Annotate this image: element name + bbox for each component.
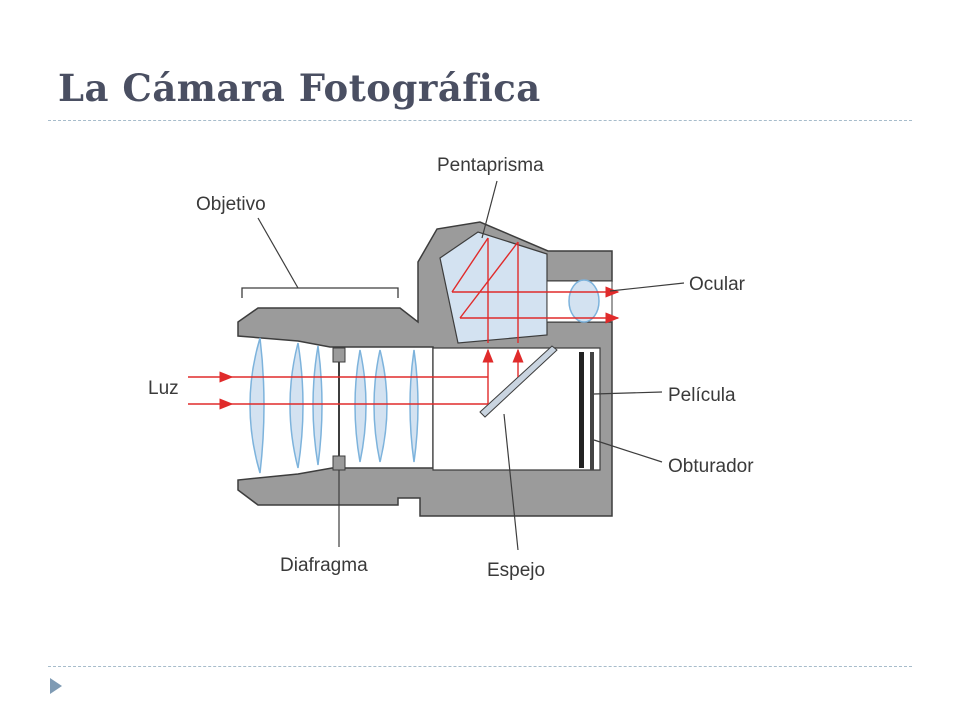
lens-element — [249, 337, 265, 474]
label-mirror: Espejo — [487, 560, 545, 581]
label-objective: Objetivo — [196, 194, 266, 215]
slide-title: La Cámara Fotográfica — [58, 66, 541, 110]
lens-element — [373, 349, 388, 463]
eyepiece-lens — [568, 279, 600, 323]
leader-lines — [257, 180, 685, 551]
lens-element — [354, 349, 367, 463]
label-pentaprism: Pentaprisma — [437, 155, 544, 176]
label-film: Película — [668, 385, 736, 406]
title-divider — [48, 120, 912, 121]
lens-element — [289, 342, 304, 469]
light-rays — [188, 237, 620, 410]
label-light: Luz — [148, 378, 179, 399]
shutter-element — [579, 352, 584, 468]
label-diaphragm: Diafragma — [280, 555, 368, 576]
camera-interior — [432, 347, 601, 471]
label-eyepiece: Ocular — [689, 274, 746, 295]
film-element — [590, 352, 594, 470]
pentaprism-glass — [439, 231, 548, 344]
label-shutter: Obturador — [668, 456, 754, 477]
objective-bracket — [241, 287, 399, 298]
lens-element — [312, 345, 323, 466]
mirror — [479, 345, 558, 418]
diaphragm-lower — [332, 455, 346, 471]
footer-divider — [48, 666, 912, 667]
diaphragm-upper — [332, 347, 346, 363]
lens-element — [409, 349, 419, 463]
objective-lenses — [249, 337, 419, 474]
triangle-bullet-icon — [50, 678, 62, 694]
